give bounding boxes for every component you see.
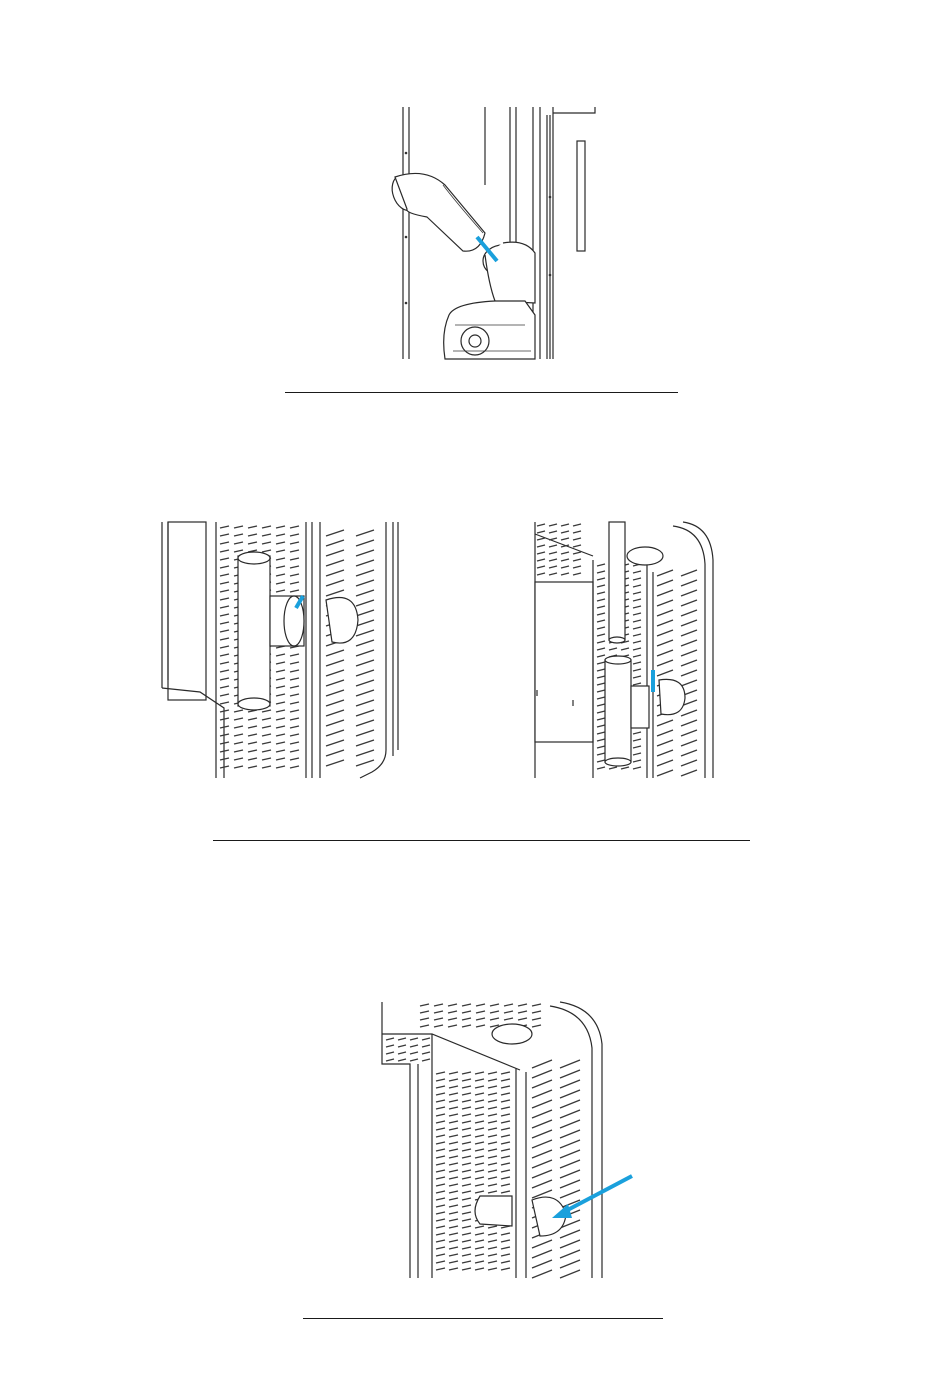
rear-panel-opening-figure: [380, 1000, 635, 1282]
figure-1-rule: [285, 392, 678, 393]
tee-connection-detail-right: [533, 520, 718, 782]
tee-connection-detail-left: [160, 520, 400, 782]
figure-3-rule: [303, 1318, 663, 1319]
flue-elbow-connection-figure: [385, 105, 605, 361]
figure-2-rule: [213, 840, 750, 841]
